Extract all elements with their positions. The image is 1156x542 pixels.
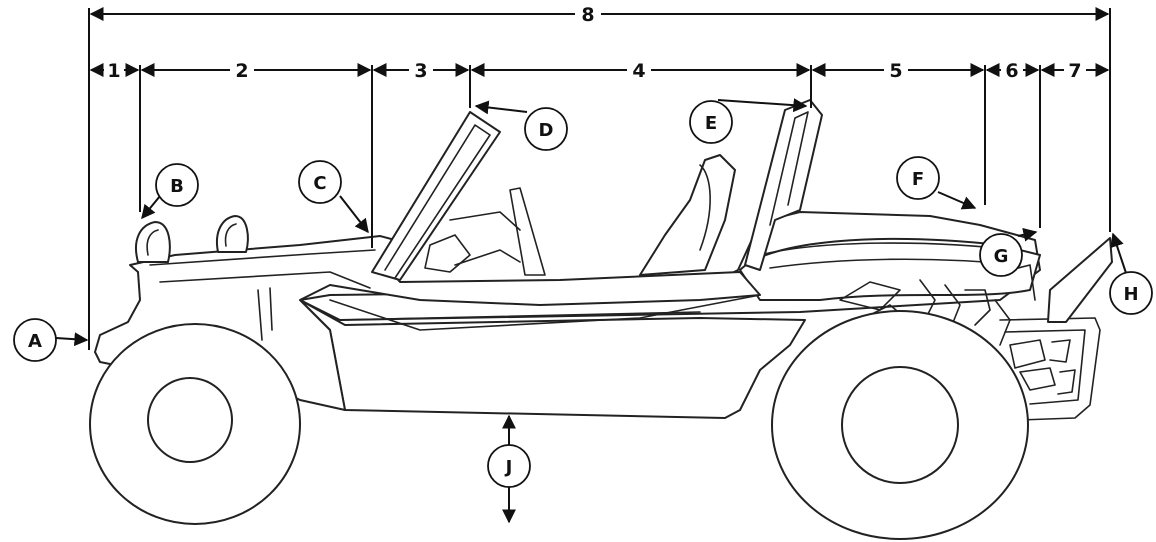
dimension-label-4: 4	[632, 60, 645, 82]
roll-bar	[744, 99, 823, 271]
dimension-label-2: 2	[235, 60, 248, 82]
windshield	[371, 111, 501, 281]
callout-circle-g	[979, 233, 1023, 277]
dune-buggy-illustration	[89, 99, 1113, 540]
callout-label-j: J	[504, 457, 513, 478]
dimension-label-7: 7	[1068, 60, 1081, 82]
callout-circle-j	[487, 444, 531, 488]
callout-circle-f	[896, 156, 940, 200]
dimension-label-6: 6	[1005, 60, 1018, 82]
callout-label-e: E	[705, 113, 717, 134]
callout-circle-a	[13, 318, 57, 362]
callout-label-g: G	[994, 246, 1009, 267]
callout-circle-b	[155, 163, 199, 207]
dimension-label-5: 5	[889, 60, 902, 82]
headlights	[135, 215, 249, 263]
callouts: A B C D E F G H J	[13, 98, 1153, 524]
dimension-label-8: 8	[581, 4, 594, 26]
callout-label-a: A	[28, 331, 42, 352]
seat	[639, 154, 736, 276]
callout-label-c: C	[313, 173, 326, 194]
dimension-label-3: 3	[414, 60, 427, 82]
callout-circle-d	[524, 107, 568, 151]
callout-circle-h	[1109, 271, 1153, 315]
callout-circle-c	[298, 160, 342, 204]
front-wheel	[89, 323, 301, 525]
rear-fender	[739, 238, 1041, 301]
callout-circle-e	[689, 100, 733, 144]
rear-wheel	[771, 310, 1029, 540]
dimension-label-1: 1	[107, 60, 120, 82]
callout-label-d: D	[539, 120, 554, 141]
rear-frame	[999, 237, 1113, 421]
steering-wheel	[424, 187, 546, 276]
callout-label-b: B	[170, 176, 184, 197]
callout-label-h: H	[1123, 284, 1138, 305]
dimension-lines: 8 1 2 3 4 5 6 7	[88, 2, 1111, 350]
callout-label-f: F	[912, 169, 924, 190]
